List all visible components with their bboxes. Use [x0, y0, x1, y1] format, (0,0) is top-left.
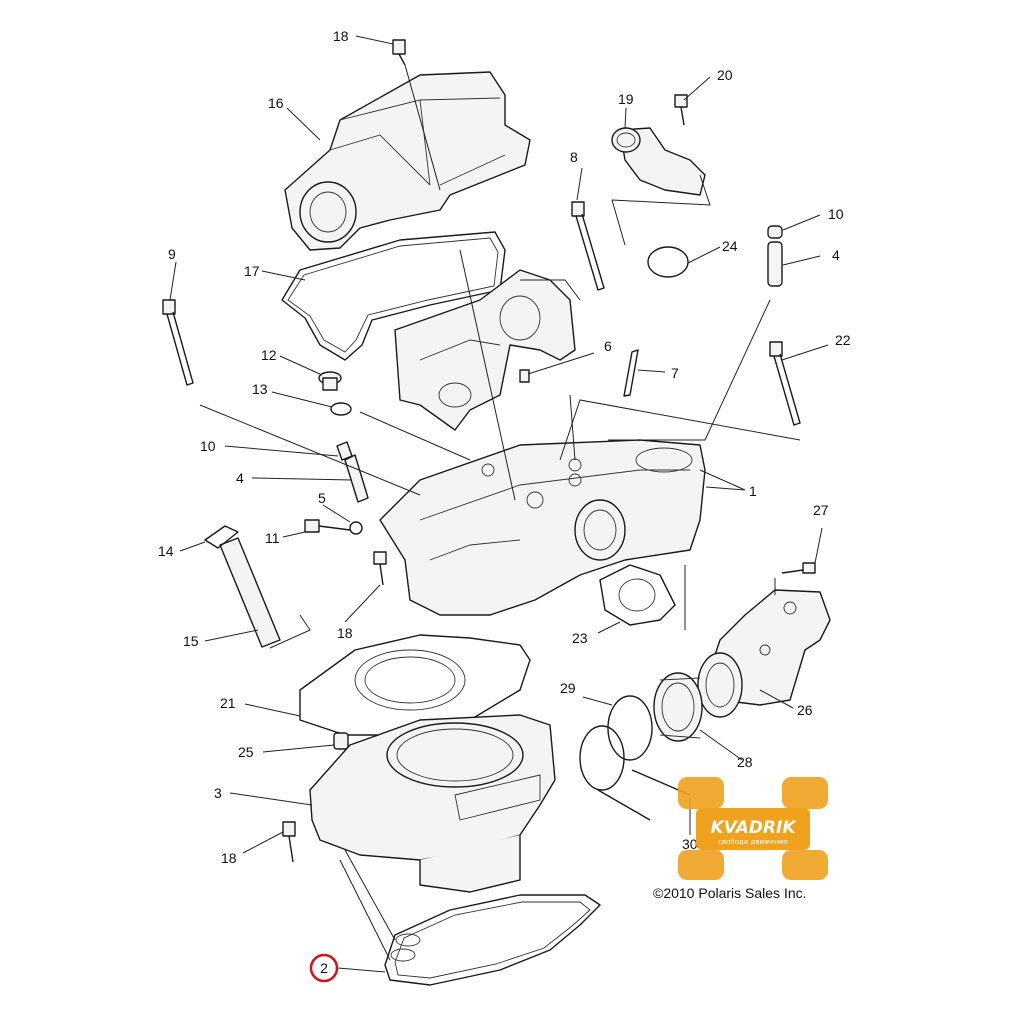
callout-28: 28 — [737, 754, 753, 770]
callout-24: 24 — [722, 238, 738, 254]
callout-10-right: 10 — [828, 206, 844, 222]
screw-30 — [597, 769, 691, 821]
callout-3: 3 — [214, 785, 222, 801]
callout-22: 22 — [835, 332, 851, 348]
highlight-ring — [309, 953, 339, 983]
callout-18-top: 18 — [333, 28, 349, 44]
callout-4-left: 4 — [236, 470, 244, 486]
callout-14: 14 — [158, 543, 174, 559]
callout-16: 16 — [268, 95, 284, 111]
callout-5: 5 — [318, 490, 326, 506]
callout-9: 9 — [168, 246, 176, 262]
callout-26: 26 — [797, 702, 813, 718]
assembly-lines — [199, 64, 801, 961]
bolt-22 — [769, 341, 801, 426]
callout-25: 25 — [238, 744, 254, 760]
valve-guide-right — [767, 225, 783, 287]
cylinder-part — [309, 714, 556, 893]
o-ring-13 — [330, 402, 352, 416]
callout-6: 6 — [604, 338, 612, 354]
callout-7: 7 — [671, 365, 679, 381]
callout-29: 29 — [560, 680, 576, 696]
callout-21: 21 — [220, 695, 236, 711]
dowel-6 — [519, 369, 530, 383]
valve-cover-part — [284, 71, 531, 251]
intake-adapter-part — [697, 589, 831, 718]
bolt-18-low — [282, 821, 296, 863]
valve-cover-gasket-part — [281, 231, 506, 361]
bolt-11 — [304, 519, 351, 533]
callout-labels: 18 16 17 9 12 13 8 6 7 20 19 10 4 24 22 … — [158, 28, 851, 866]
bolt-20 — [674, 94, 688, 126]
highlighted-callout-2[interactable]: 2 — [309, 953, 339, 983]
o-ring-part — [647, 246, 689, 278]
callout-4-right: 4 — [832, 247, 840, 263]
intake-gasket-part — [599, 564, 676, 626]
callout-8: 8 — [570, 149, 578, 165]
thermostat-housing-part — [611, 127, 706, 196]
bolt-9 — [162, 299, 194, 386]
callout-20: 20 — [717, 67, 733, 83]
callout-18-mid: 18 — [337, 625, 353, 641]
dowel-25 — [333, 732, 349, 750]
intake-boot-part — [653, 672, 703, 742]
callout-leaders — [169, 35, 829, 973]
callout-17: 17 — [244, 263, 260, 279]
callout-11: 11 — [265, 530, 280, 546]
callout-2: 2 — [320, 960, 328, 976]
callout-19: 19 — [618, 91, 634, 107]
tire-icon — [678, 777, 828, 880]
callout-13: 13 — [252, 381, 268, 397]
copyright-text: ©2010 Polaris Sales Inc. — [653, 885, 807, 901]
bolt-8 — [571, 201, 605, 291]
callout-18-low: 18 — [221, 850, 237, 866]
clamp-part — [579, 695, 653, 791]
callout-30: 30 — [682, 836, 698, 852]
base-gasket-part — [384, 894, 601, 986]
callout-10-left: 10 — [200, 438, 216, 454]
watermark-tagline: свобода движения — [718, 838, 788, 846]
cylinder-head-part — [379, 439, 706, 616]
watermark-brand: KVADRIK — [710, 818, 797, 838]
bolt-27 — [781, 562, 816, 574]
callout-15: 15 — [183, 633, 199, 649]
callout-1: 1 — [749, 483, 757, 499]
bolt-18-mid — [373, 551, 387, 586]
washer-5 — [349, 521, 363, 535]
cam-housing-part — [394, 269, 576, 431]
callout-23: 23 — [572, 630, 588, 646]
plug-12 — [318, 371, 342, 391]
callout-27: 27 — [813, 502, 829, 518]
callout-12: 12 — [261, 347, 277, 363]
stud-7 — [623, 349, 639, 397]
kvadrik-watermark: KVADRIK свобода движения — [678, 777, 828, 880]
bolt-18-top — [392, 39, 406, 66]
tube-part — [204, 525, 281, 648]
